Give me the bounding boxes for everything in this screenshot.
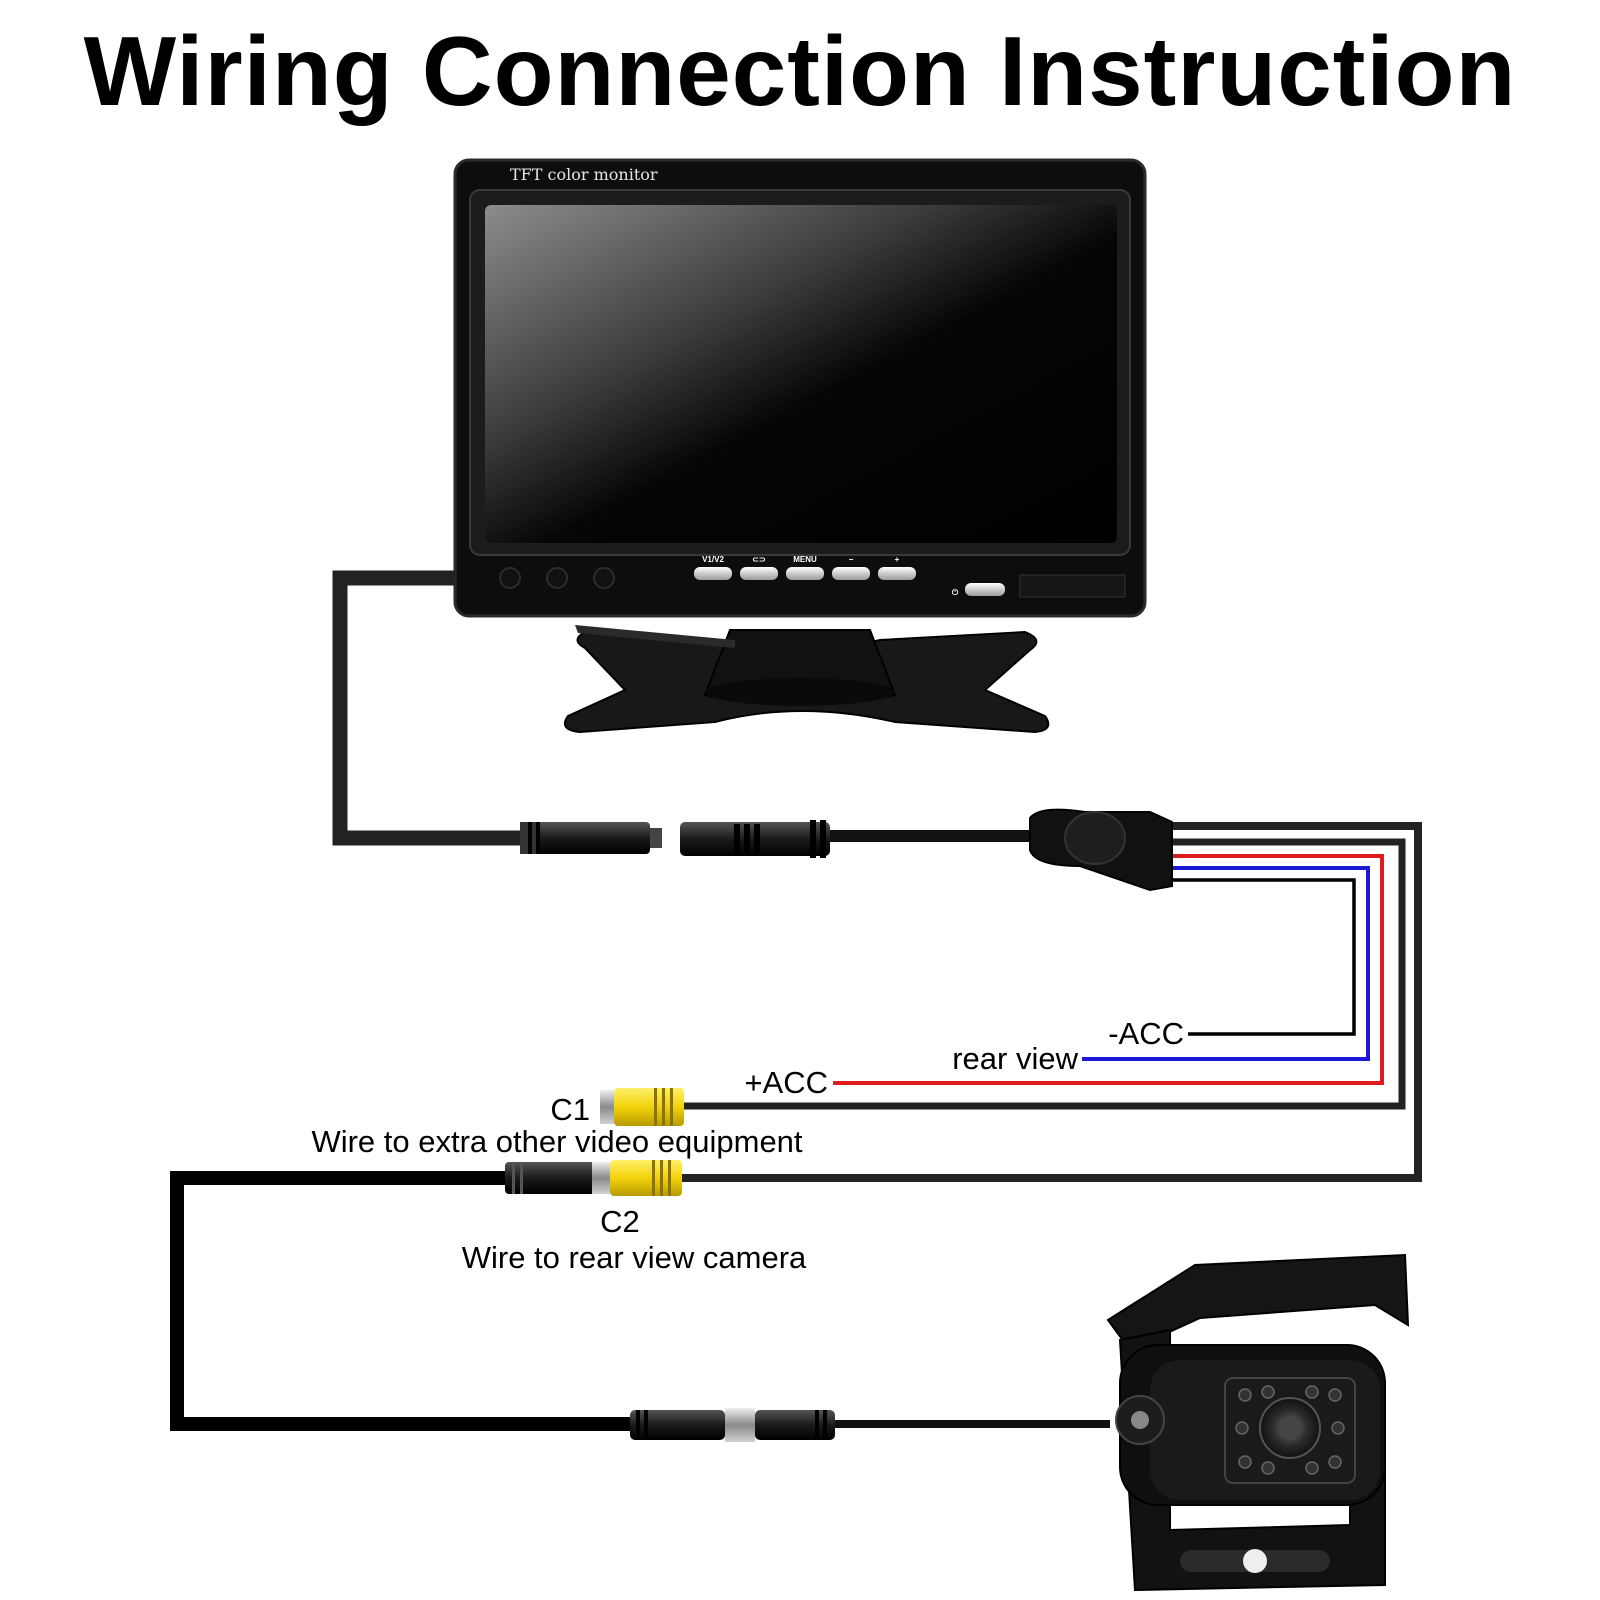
aviation-plug-male: [520, 822, 662, 854]
button-label: MENU: [793, 555, 817, 564]
button-label: −: [849, 555, 854, 564]
rear-view-wire: [1082, 866, 1370, 1061]
monitor-button-menu[interactable]: MENU: [786, 555, 824, 580]
camera-aviation-connector: [630, 1408, 835, 1442]
monitor-button-plus[interactable]: +: [878, 555, 916, 580]
button-label: ⊂⊃: [752, 555, 766, 564]
monitor-button-mode[interactable]: ⊂⊃: [740, 555, 778, 580]
rear-view-label: rear view: [952, 1041, 1078, 1076]
power-icon: ⏻: [952, 588, 959, 597]
pos-acc-label: +ACC: [744, 1065, 828, 1100]
aviation-plug-female: [680, 820, 830, 858]
camera-cable: [170, 1171, 640, 1431]
ir-leds: [1235, 1385, 1345, 1475]
neg-acc-label: -ACC: [1108, 1016, 1184, 1051]
page-title: Wiring Connection Instruction: [83, 16, 1517, 126]
rear-view-camera: [1106, 1253, 1410, 1592]
c2-label: C2: [600, 1204, 640, 1239]
monitor-display-strip: [1019, 574, 1126, 598]
c2-description: Wire to rear view camera: [462, 1240, 807, 1275]
c1-rca-connector: [600, 1088, 684, 1126]
sensor-hole: [499, 567, 521, 589]
monitor-button-v1v2[interactable]: V1/V2: [694, 555, 732, 580]
monitor-button-minus[interactable]: −: [832, 555, 870, 580]
button-label: V1/V2: [702, 555, 724, 564]
button-label: +: [895, 555, 900, 564]
c1-cable: [680, 838, 1406, 1110]
cables: [170, 570, 1422, 1431]
pos-acc-wire: [833, 854, 1384, 1085]
sensor-hole: [546, 567, 568, 589]
wire-splitter-box: [1029, 808, 1173, 892]
c1-description: Wire to extra other video equipment: [311, 1124, 802, 1159]
monitor: TFT color monitor V1/V2 ⊂⊃ MENU − + ⏻: [453, 158, 1147, 734]
c1-label: C1: [550, 1092, 590, 1127]
monitor-power-button[interactable]: ⏻: [952, 583, 1005, 597]
monitor-lead-cable: [332, 570, 520, 846]
neg-acc-wire: [1172, 878, 1356, 1036]
monitor-brand-text: TFT color monitor: [510, 165, 658, 184]
c2-rca-connector: [505, 1160, 682, 1196]
c2-cable: [680, 822, 1422, 1182]
monitor-screen: [485, 205, 1117, 543]
sensor-hole: [593, 567, 615, 589]
